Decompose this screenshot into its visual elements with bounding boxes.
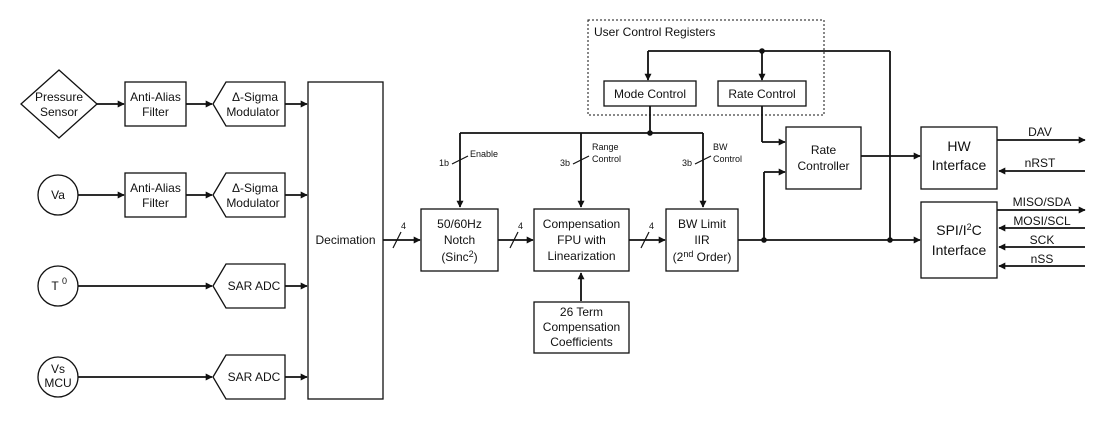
rate-control-register: Rate Control <box>717 80 807 107</box>
vs-label-1: Vs <box>51 362 65 376</box>
svg-text:Rate Control: Rate Control <box>728 87 795 101</box>
svg-text:Modulator: Modulator <box>226 196 279 210</box>
connections <box>78 48 1086 381</box>
svg-text:Controller: Controller <box>797 159 849 173</box>
svg-text:Notch: Notch <box>444 233 475 247</box>
svg-text:IIR: IIR <box>694 233 710 247</box>
nss-signal: nSS <box>1031 252 1054 266</box>
svg-text:Interface: Interface <box>932 242 987 258</box>
svg-text:26 Term: 26 Term <box>560 305 603 319</box>
range-width: 3b <box>560 158 570 168</box>
anti-alias-filter-1: Anti-Alias Filter <box>124 81 187 127</box>
signal-labels: DAV nRST MISO/SDA MOSI/SCL SCK nSS <box>1013 125 1072 266</box>
svg-text:BW Limit: BW Limit <box>678 217 727 231</box>
pressure-sensor: Pressure Sensor <box>20 69 98 139</box>
bw-width: 3b <box>682 158 692 168</box>
hw-interface: HW Interface <box>920 126 998 190</box>
svg-text:Coefficients: Coefficients <box>550 335 612 349</box>
rate-controller: Rate Controller <box>785 126 862 190</box>
svg-text:(2nd Order): (2nd Order) <box>673 249 732 264</box>
decimation-block: Decimation <box>307 81 384 400</box>
pressure-sensor-label-2: Sensor <box>40 105 78 119</box>
range-label-1: Range <box>592 142 619 152</box>
delta-sigma-modulator-2: Δ-Sigma Modulator <box>212 172 286 218</box>
svg-text:50/60Hz: 50/60Hz <box>437 217 482 231</box>
enable-width: 1b <box>439 158 449 168</box>
va-source: Va <box>37 174 79 216</box>
control-tap-labels: 1b Enable 3b Range Control 3b BW Control <box>439 142 742 168</box>
sck-signal: SCK <box>1030 233 1055 247</box>
svg-text:Interface: Interface <box>932 157 987 173</box>
svg-text:Modulator: Modulator <box>226 105 279 119</box>
sar-adc-1: SAR ADC <box>212 263 286 309</box>
user-control-registers-title: User Control Registers <box>594 25 715 39</box>
svg-text:Filter: Filter <box>142 105 169 119</box>
svg-text:SPI/I2C: SPI/I2C <box>936 222 982 238</box>
bw-limit-iir: BW Limit IIR (2nd Order) <box>665 208 739 272</box>
notch-filter: 50/60Hz Notch (Sinc2) <box>420 208 499 272</box>
bus-width-comp-bw: 4 <box>649 221 654 231</box>
svg-text:Δ-Sigma: Δ-Sigma <box>232 90 278 104</box>
bus-width-labels: 4 4 4 <box>401 221 654 231</box>
svg-text:(Sinc2): (Sinc2) <box>441 249 477 264</box>
miso-sda-signal: MISO/SDA <box>1013 195 1072 209</box>
svg-text:Compensation: Compensation <box>543 320 620 334</box>
svg-text:Anti-Alias: Anti-Alias <box>130 90 181 104</box>
bus-width-notch-comp: 4 <box>518 221 523 231</box>
vs-mcu-source: Vs MCU <box>37 356 79 398</box>
bw-label-2: Control <box>713 154 742 164</box>
svg-text:Δ-Sigma: Δ-Sigma <box>232 181 278 195</box>
svg-text:SAR ADC: SAR ADC <box>228 370 281 384</box>
enable-label: Enable <box>470 149 498 159</box>
svg-text:Anti-Alias: Anti-Alias <box>130 181 181 195</box>
svg-text:Linearization: Linearization <box>547 249 615 263</box>
temp-label: T <box>51 279 59 293</box>
svg-text:HW: HW <box>947 138 971 154</box>
temperature-source: T 0 <box>37 265 79 307</box>
svg-text:Compensation: Compensation <box>543 217 620 231</box>
bus-width-dec-notch: 4 <box>401 221 406 231</box>
nrst-signal: nRST <box>1025 156 1056 170</box>
temp-superscript: 0 <box>62 276 67 286</box>
compensation-fpu: Compensation FPU with Linearization <box>533 208 630 272</box>
compensation-coefficients: 26 Term Compensation Coefficients <box>533 301 630 354</box>
bw-label-1: BW <box>713 142 728 152</box>
pressure-sensor-label-1: Pressure <box>35 90 83 104</box>
delta-sigma-modulator-1: Δ-Sigma Modulator <box>212 81 286 127</box>
user-control-registers: User Control Registers <box>587 19 825 116</box>
mode-control-register: Mode Control <box>603 80 697 107</box>
svg-text:Rate: Rate <box>811 143 837 157</box>
va-label: Va <box>51 188 65 202</box>
range-label-2: Control <box>592 154 621 164</box>
sar-adc-2: SAR ADC <box>212 354 286 400</box>
svg-text:Filter: Filter <box>142 196 169 210</box>
vs-label-2: MCU <box>44 376 71 390</box>
svg-text:SAR ADC: SAR ADC <box>228 279 281 293</box>
spi-i2c-interface: SPI/I2C Interface <box>920 201 998 279</box>
svg-text:Decimation: Decimation <box>315 233 375 247</box>
svg-text:FPU with: FPU with <box>557 233 606 247</box>
mosi-scl-signal: MOSI/SCL <box>1013 214 1071 228</box>
anti-alias-filter-2: Anti-Alias Filter <box>124 172 187 218</box>
dav-signal: DAV <box>1028 125 1052 139</box>
svg-text:Mode Control: Mode Control <box>614 87 686 101</box>
